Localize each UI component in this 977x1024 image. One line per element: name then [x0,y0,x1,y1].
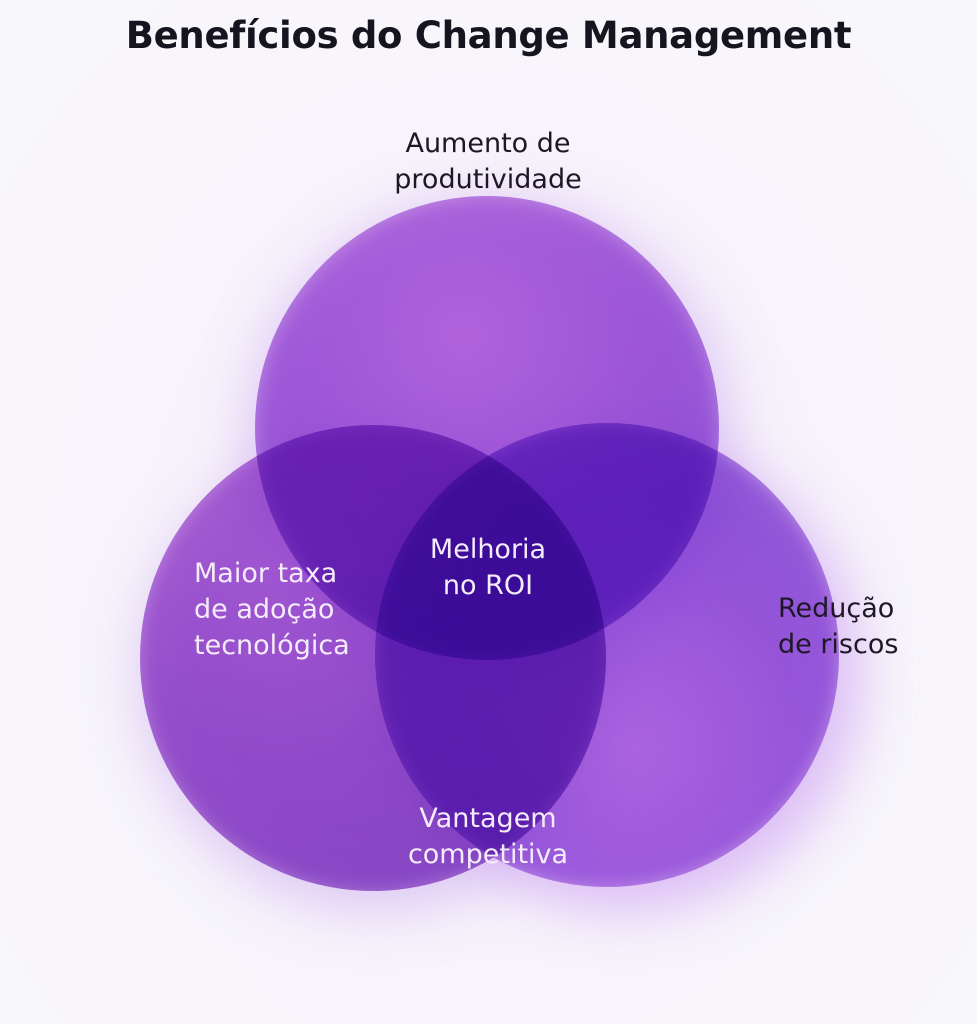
label-roi-improvement: Melhoria no ROI [429,534,547,601]
label-risk-reduction: Redução de riscos [778,593,899,660]
label-competitive-advantage: Vantagem competitiva [407,803,569,870]
circle-tech-adoption [140,425,606,891]
label-tech-adoption: Maior taxa de adoção tecnológica [194,558,350,661]
diagram-title: Benefícios do Change Management [125,14,852,57]
label-productivity: Aumento de produtividade [394,128,582,195]
